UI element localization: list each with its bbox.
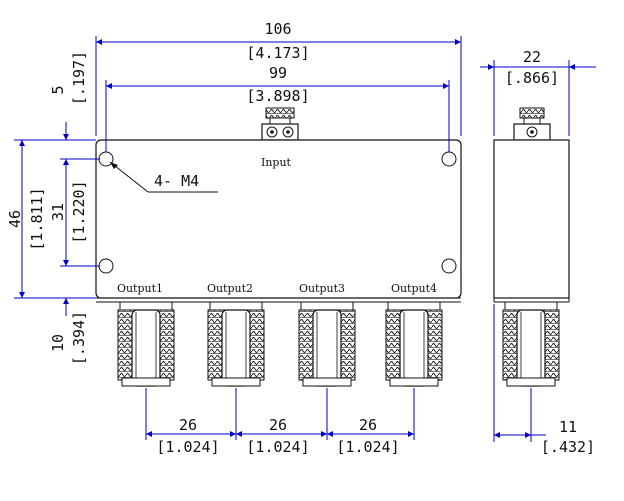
dim-hole-spacing-height-in: [1.220] xyxy=(70,180,88,243)
output-label-1: Output1 xyxy=(117,282,163,295)
dim-side-connector-offset: 11 [.432] xyxy=(493,304,595,456)
mounting-hole xyxy=(441,258,457,274)
dim-overall-width-in: [4.173] xyxy=(246,44,309,62)
dim-hole-spacing-width-mm: 99 xyxy=(269,64,287,82)
side-input-connector xyxy=(513,107,551,141)
dim-overall-height-in: [1.811] xyxy=(28,187,46,250)
dim-output-pitch-3-in: [1.024] xyxy=(336,438,399,456)
dim-side-connector-offset-mm: 11 xyxy=(559,418,577,436)
dim-overall-width: 106 [4.173] xyxy=(95,20,462,136)
side-view: 22 [.866] 11 [.432] xyxy=(480,48,596,456)
dim-hole-spacing-width: 99 [3.898] xyxy=(105,64,450,152)
dim-left-vertical: 46 [1.811] 5 [.197] 31 [1.220] 10 [.394] xyxy=(6,51,100,365)
output-connector-1 xyxy=(117,301,175,387)
output-label-4: Output4 xyxy=(391,282,437,295)
dim-side-connector-offset-in: [.432] xyxy=(541,438,595,456)
dim-hole-spacing-height-mm: 31 xyxy=(49,203,67,221)
dim-output-pitch-1-in: [1.024] xyxy=(156,438,219,456)
output-connector-4 xyxy=(385,301,443,387)
hole-callout-text: 4- M4 xyxy=(154,172,199,190)
dim-hole-spacing-width-in: [3.898] xyxy=(246,87,309,105)
dim-side-depth: 22 [.866] xyxy=(480,48,596,136)
side-output-connector xyxy=(502,301,560,387)
output-connector-3 xyxy=(298,301,356,387)
side-body xyxy=(493,139,570,299)
output-label-2: Output2 xyxy=(207,282,253,295)
hole-callout: 4- M4 xyxy=(109,161,218,193)
dim-output-pitch-1-mm: 26 xyxy=(179,416,197,434)
dim-overall-width-mm: 106 xyxy=(264,20,291,38)
dim-output-pitch-2-mm: 26 xyxy=(269,416,287,434)
dim-overall-height-mm: 46 xyxy=(6,210,24,228)
dim-bottom-offset-in: [.394] xyxy=(70,311,88,365)
output-connectors xyxy=(117,301,443,387)
dim-side-depth-mm: 22 xyxy=(523,48,541,66)
input-connector xyxy=(261,107,299,141)
front-view: Input Output1 Output2 Output3 Output4 4-… xyxy=(6,20,462,456)
output-connector-2 xyxy=(207,301,265,387)
side-output-connector-body xyxy=(502,301,560,387)
dim-output-pitch: 26 [1.024] 26 [1.024] 26 [1.024] xyxy=(145,388,415,456)
dim-output-pitch-2-in: [1.024] xyxy=(246,438,309,456)
output-label-3: Output3 xyxy=(299,282,345,295)
dim-top-offset-mm: 5 xyxy=(49,85,67,94)
dim-bottom-offset-mm: 10 xyxy=(49,334,67,352)
dim-side-depth-in: [.866] xyxy=(505,69,559,87)
input-label: Input xyxy=(261,156,292,169)
dim-top-offset-in: [.197] xyxy=(70,51,88,105)
dim-output-pitch-3-mm: 26 xyxy=(359,416,377,434)
